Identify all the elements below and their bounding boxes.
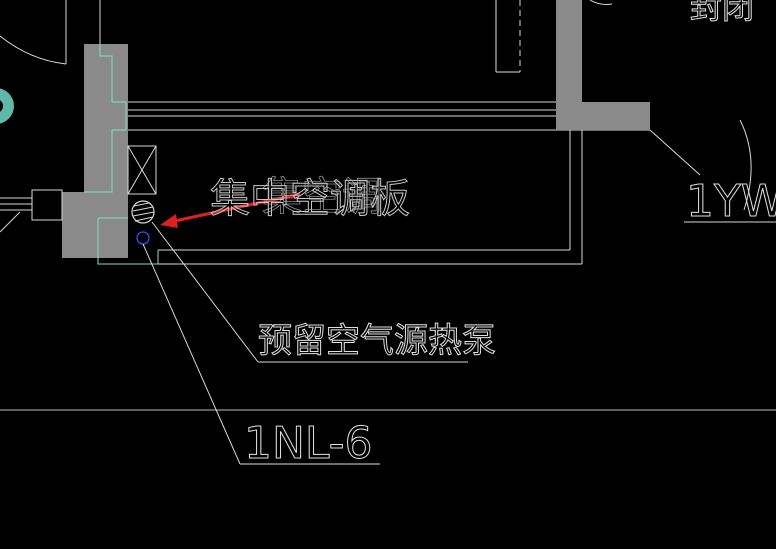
right-wall — [556, 0, 650, 130]
ac-unit-cross — [127, 145, 157, 195]
slab-label: 集中空调板 — [210, 176, 410, 222]
window-frame — [31, 189, 63, 221]
pipe-riser-symbol — [136, 231, 150, 245]
door-arc-right — [589, 0, 613, 5]
hatch-line — [134, 216, 154, 222]
window-diag — [0, 211, 21, 233]
red-arrow-shaft — [169, 192, 301, 224]
wall-insulation-line — [84, 44, 127, 193]
leader-heat-pump — [151, 221, 259, 363]
teal-marker-circle — [0, 88, 14, 124]
pipe-tag-1ywl: 1YWL — [686, 176, 776, 227]
hatch-line — [132, 206, 154, 212]
ac-unit-box — [127, 145, 157, 195]
heat-pump-label: 预留空气源热泵 — [258, 321, 496, 361]
hatch-line — [133, 202, 150, 207]
pipe-tag-1nl6: 1NL-6 — [244, 418, 373, 469]
slab-label-overlap: 集空调 — [262, 174, 382, 220]
leader-1ywl — [649, 129, 701, 176]
red-arrow-head — [160, 214, 178, 228]
top-right-fragment: 封闭 — [690, 0, 754, 26]
left-wall — [62, 44, 128, 258]
leader-1nl6 — [142, 243, 241, 465]
door-swing-arc — [0, 35, 67, 65]
teal-marker-inner — [0, 100, 3, 112]
wall-insulation-line-lower — [97, 218, 159, 265]
door-arc-lower-right — [739, 119, 752, 211]
hatch-line — [132, 211, 155, 217]
